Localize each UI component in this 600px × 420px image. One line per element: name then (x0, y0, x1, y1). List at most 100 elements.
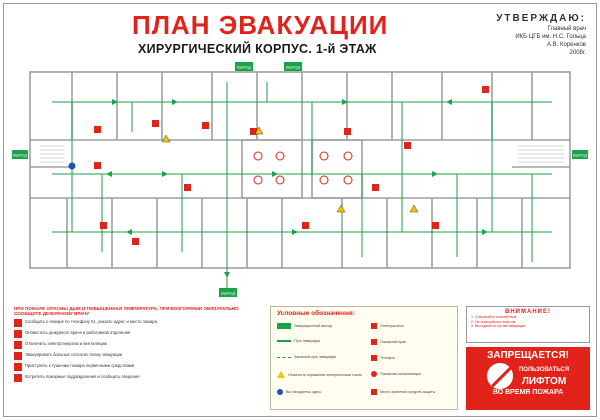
procedure-item: Приступить к тушению пожара первичными с… (14, 363, 246, 372)
exit-sign-top-b (284, 62, 302, 71)
procedure-text: Сообщить о пожаре по телефону 01, указат… (25, 319, 157, 325)
hazard-icon (161, 134, 171, 143)
you-are-here-icon (68, 162, 76, 170)
walls (29, 71, 571, 269)
procedure-text: Оповестить дежурного врача и работников … (25, 330, 131, 336)
legend-text: Запасной путь эвакуации (294, 355, 337, 359)
fire-hose-icon (372, 184, 379, 191)
exit-sign-swatch (277, 323, 291, 329)
prohibition-line3: ВО ВРЕМЯ ПОЖАРА (492, 389, 564, 396)
truck-icon (14, 374, 22, 383)
approval-organization: ИКБ ЦГБ им. Н.С. Гольца (515, 34, 586, 40)
extinguisher-icon (152, 120, 159, 127)
hazard-icon (409, 204, 419, 213)
exit-sign-top-a (235, 62, 253, 71)
legend-item: Пожарная сигнализация (371, 371, 421, 377)
legend-text: Пожарный кран (380, 340, 407, 344)
approval-block: УТВЕРЖДАЮ: Главный врач ИКБ ЦГБ им. Н.С.… (458, 12, 586, 57)
procedure-item: Сообщить о пожаре по телефону 01, указат… (14, 319, 246, 328)
extinguisher-icon (302, 222, 309, 229)
extinguisher-icon (344, 128, 351, 135)
no-elevator-icon (486, 363, 513, 389)
warning-line: 3. Выходите по путям эвакуации (471, 324, 526, 329)
legend-item: Телефон (371, 355, 395, 361)
alarm-icon (371, 371, 377, 377)
exit-sign-bottom (219, 288, 237, 297)
extinguisher-icon (94, 126, 101, 133)
exit-label-top-a: ВЫХОД (237, 66, 251, 70)
procedure-text: Эвакуировать больных согласно плану эвак… (25, 352, 123, 358)
electrical-hazards (161, 126, 419, 213)
phone-icon (482, 86, 489, 93)
page-subtitle: ХИРУРГИЧЕСКИЙ КОРПУС. 1-й ЭТАЖ (138, 42, 377, 56)
fire-equipment (94, 86, 489, 245)
elevator-prohibition-panel: ЗАПРЕЩАЕТСЯ! ПОЛЬЗОВАТЬСЯ ЛИФТОМ ВО ВРЕМ… (466, 347, 590, 410)
power-icon (14, 341, 22, 350)
warning-line: 2. Не пользуйтесь лифтом (471, 319, 516, 324)
legend-item: Эвакуационный выход (277, 323, 332, 329)
hazard-icon (254, 126, 264, 135)
you-are-here-icon (277, 389, 283, 395)
extinguisher-icon (432, 222, 439, 229)
legend-text: Огнетушитель (380, 324, 404, 328)
alarm-icon (14, 319, 22, 328)
procedure-item: Отключить электроэнергию и вентиляцию (14, 341, 246, 350)
procedure-text: Встретить пожарные подразделения и сообщ… (25, 374, 140, 380)
hazard-icon (336, 204, 346, 213)
legend-text: Эвакуационный выход (294, 324, 332, 328)
warning-title: ВНИМАНИЕ! (505, 309, 551, 315)
legend-text: Телефон (380, 356, 395, 360)
exit-label-left: ВЫХОД (13, 154, 27, 158)
legend-text: Место хранения средств защиты (380, 390, 436, 394)
legend-text: Вы находитесь здесь (286, 390, 322, 394)
procedure-item: Эвакуировать больных согласно плану эвак… (14, 352, 246, 361)
route-arrows (106, 99, 488, 278)
extinguisher-icon (250, 128, 257, 135)
legend-text: Пожарная сигнализация (380, 372, 421, 376)
legend-title: Условные обозначения: (277, 310, 355, 317)
people-icon (14, 352, 22, 361)
route-swatch (277, 340, 291, 342)
procedures-panel: ПРИ ПОЖАРЕ ОПАСНЫ ДЫМ И ПОВЫШЕННАЯ ТЕМПЕ… (14, 306, 246, 383)
exit-label-right: ВЫХОД (573, 154, 587, 158)
prohibition-line1: ПОЛЬЗОВАТЬСЯ (518, 367, 570, 373)
prohibition-line2: ЛИФТОМ (521, 376, 567, 387)
procedures-title: ПРИ ПОЖАРЕ ОПАСНЫ ДЫМ И ПОВЫШЕННАЯ ТЕМПЕ… (14, 306, 239, 317)
alt-route-swatch (277, 356, 291, 358)
warning-line: 1. Сохраняйте спокойствие (471, 315, 517, 319)
approval-year: 2008г. (569, 50, 586, 56)
legend-text: Путь эвакуации (294, 339, 321, 343)
phone-icon (132, 238, 139, 245)
legend-item: Огнетушитель (371, 323, 404, 329)
procedure-text: Отключить электроэнергию и вентиляцию (25, 341, 108, 347)
stairs (40, 145, 564, 163)
approval-heading: УТВЕРЖДАЮ: (496, 13, 586, 24)
legend-item: Пожарный кран (371, 339, 406, 345)
exit-label-top-b: ВЫХОД (286, 66, 300, 70)
floor-plan: ВЫХОД ВЫХОД ВЫХОД ВЫХОД ВЫХОД (12, 62, 588, 297)
procedure-item: Оповестить дежурного врача и работников … (14, 330, 246, 339)
protection-icon (371, 389, 377, 395)
warning-panel: ВНИМАНИЕ! 1. Сохраняйте спокойствие 2. Н… (466, 306, 590, 343)
prohibition-heading: ЗАПРЕЩАЕТСЯ! (487, 350, 569, 361)
procedure-item: Встретить пожарные подразделения и сообщ… (14, 374, 246, 383)
phone-icon (404, 142, 411, 149)
extinguisher-icon (14, 363, 22, 372)
bell-icon (14, 330, 22, 339)
legend-panel: Условные обозначения: Эвакуационный выхо… (270, 306, 458, 410)
legend-item: Опасность поражения электрическим током (277, 371, 363, 378)
exit-signs: ВЫХОД ВЫХОД ВЫХОД ВЫХОД ВЫХОД (12, 62, 588, 297)
exit-label-bottom: ВЫХОД (221, 292, 235, 296)
legend-item: Путь эвакуации (277, 339, 320, 343)
approval-name: А.В. Коренков (546, 42, 586, 48)
exit-sign-left (12, 150, 28, 159)
approval-position: Главный врач (547, 26, 586, 32)
legend-item: Вы находитесь здесь (277, 389, 321, 395)
legend-item: Место хранения средств защиты (371, 389, 455, 395)
hazard-icon (277, 371, 285, 378)
fire-hose-icon (371, 339, 377, 345)
procedure-text: Приступить к тушению пожара первичными с… (25, 363, 135, 369)
plan-frame (3, 3, 597, 417)
extinguisher-icon (184, 184, 191, 191)
legend-text: Опасность поражения электрическим током (288, 372, 362, 377)
